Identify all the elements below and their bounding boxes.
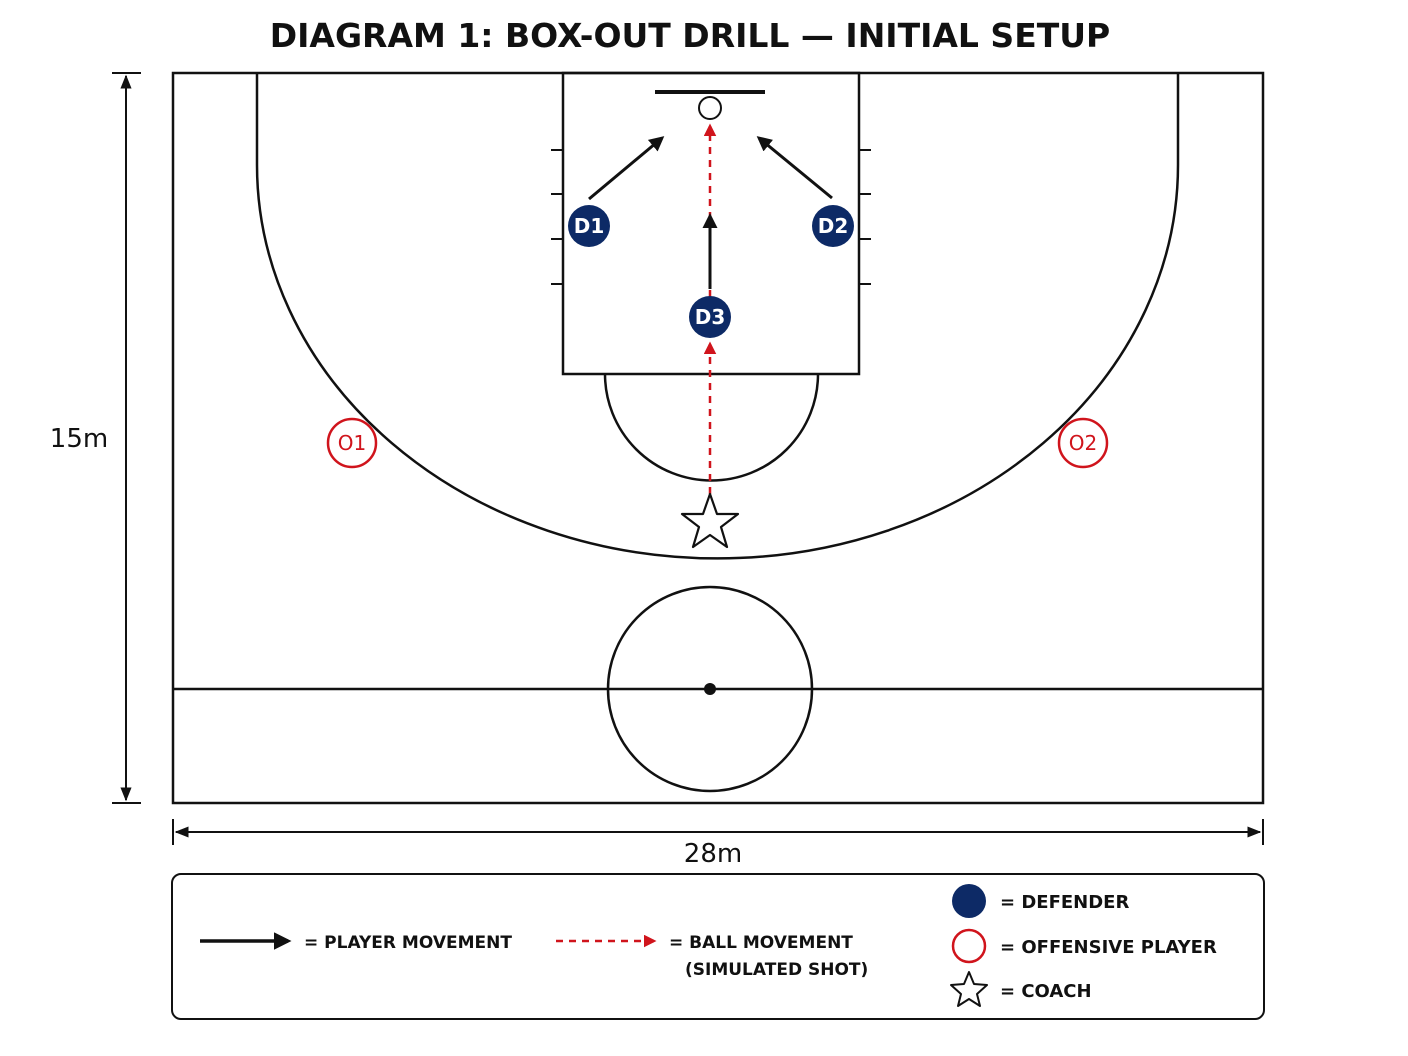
legend-offensive-player-icon bbox=[951, 928, 987, 964]
defender-d1-label: D1 bbox=[574, 214, 605, 238]
defender-d2: D2 bbox=[812, 205, 854, 247]
defender-d2-label: D2 bbox=[818, 214, 849, 238]
legend-offensive-player-label: = OFFENSIVE PLAYER bbox=[1000, 937, 1217, 958]
legend-coach-star-icon bbox=[950, 971, 988, 1007]
defender-d3-label: D3 bbox=[695, 305, 726, 329]
width-label: 28m bbox=[684, 839, 742, 869]
three-point-line bbox=[255, 73, 1180, 560]
height-dimension: 15m bbox=[50, 72, 141, 804]
defender-d1: D1 bbox=[568, 205, 610, 247]
legend-defender-label: = DEFENDER bbox=[1000, 892, 1129, 913]
player-movement-arrows bbox=[588, 136, 833, 289]
offensive-player-o1: O1 bbox=[326, 417, 378, 469]
free-throw-circle bbox=[603, 373, 820, 482]
defender-d3: D3 bbox=[689, 296, 731, 338]
width-dimension: 28m bbox=[172, 819, 1264, 869]
legend: = PLAYER MOVEMENT = BALL MOVEMENT (SIMUL… bbox=[171, 873, 1265, 1020]
d2-movement-arrow bbox=[756, 136, 833, 200]
d1-movement-arrow bbox=[588, 136, 665, 201]
lane-hash-marks bbox=[551, 149, 871, 285]
center-circle bbox=[606, 585, 814, 793]
offensive-player-o2-label: O2 bbox=[1069, 431, 1097, 455]
offensive-player-o1-label: O1 bbox=[338, 431, 366, 455]
court bbox=[171, 71, 1265, 805]
legend-player-movement-label: = PLAYER MOVEMENT bbox=[304, 933, 512, 953]
legend-box bbox=[171, 873, 1265, 1020]
legend-ball-movement-label: = BALL MOVEMENT bbox=[669, 933, 853, 953]
height-label: 15m bbox=[50, 424, 108, 454]
coach-star-icon bbox=[680, 492, 740, 549]
center-dot bbox=[704, 683, 716, 695]
diagram-title: DIAGRAM 1: BOX-OUT DRILL — INITIAL SETUP bbox=[270, 16, 1111, 55]
hoop bbox=[698, 96, 722, 120]
legend-defender-icon bbox=[952, 884, 986, 918]
legend-ball-movement-sublabel: (SIMULATED SHOT) bbox=[685, 960, 868, 980]
offensive-player-o2: O2 bbox=[1057, 417, 1109, 469]
legend-coach-label: = COACH bbox=[1000, 981, 1092, 1002]
